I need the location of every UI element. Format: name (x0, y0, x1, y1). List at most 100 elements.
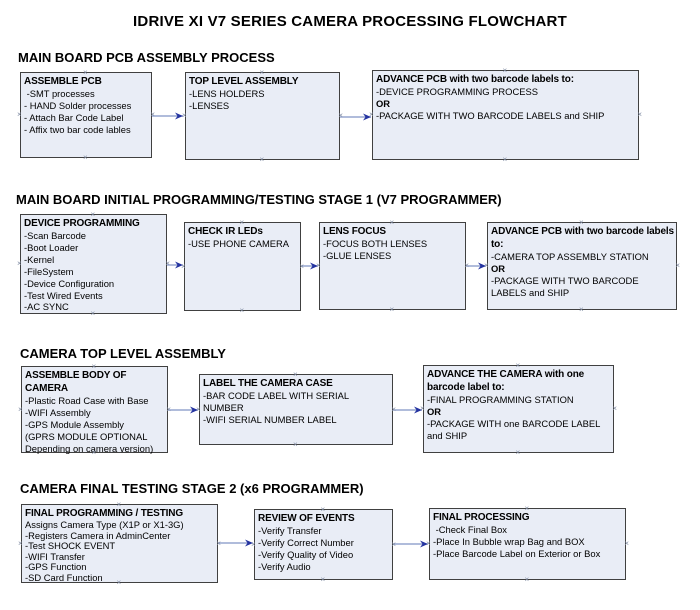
box-title: REVIEW OF EVENTS (258, 513, 355, 524)
connector-anchor-icon: × (165, 259, 170, 268)
connector-anchor-icon: × (637, 110, 642, 119)
connector-anchor-icon: × (181, 261, 186, 271)
flow-box-label-camera-case: × × × × LABEL THE CAMERA CASE -BAR CODE … (196, 371, 396, 449)
box-title: LENS FOCUS (323, 226, 386, 237)
box-line: OR (491, 262, 506, 274)
connector-anchor-icon: × (259, 155, 265, 164)
connector-anchor-icon: × (338, 111, 343, 120)
flow-box-review-of-events: × × × × REVIEW OF EVENTS -Verify Transfe… (251, 506, 396, 584)
connector-anchor-icon: × (196, 404, 201, 414)
flow-box-check-ir-leds: × × × × CHECK IR LEDs -USE PHONE CAMERA (181, 219, 304, 315)
box-line: -Device Configuration (24, 277, 115, 289)
connector-anchor-icon: × (18, 404, 23, 414)
box-line: -Registers Camera in AdminCenter (25, 529, 171, 541)
flow-box-advance-pcb-stage1: × × × × ADVANCE PCB with two barcode lab… (484, 219, 680, 314)
box-line: OR (427, 405, 442, 417)
section-heading-camera-top-assembly: CAMERA TOP LEVEL ASSEMBLY (20, 346, 226, 361)
connector-anchor-icon: × (150, 110, 155, 119)
box-line: -Test Wired Events (24, 289, 103, 301)
box-title: ASSEMBLE BODY OF CAMERA (25, 370, 127, 394)
connector-anchor-icon: × (675, 261, 680, 270)
box-line: -WIFI SERIAL NUMBER LABEL (203, 413, 337, 425)
box-line: -FOCUS BOTH LENSES (323, 238, 428, 249)
flow-box-assemble-pcb: × × × × ASSEMBLE PCB -SMT processes - HA… (17, 69, 155, 162)
connector-anchor-icon: × (320, 575, 326, 584)
box-line: -Scan Barcode (24, 230, 87, 241)
flow-box-advance-camera-one-label: × × × × ADVANCE THE CAMERA with one barc… (420, 362, 617, 457)
box-line: -Test SHOCK EVENT (25, 540, 116, 552)
connector-anchor-icon: × (216, 538, 221, 548)
connector-anchor-icon: × (17, 110, 22, 119)
connector-anchor-icon: × (579, 305, 584, 314)
box-line: -SMT processes (24, 88, 95, 99)
box-line: - HAND Solder processes (24, 99, 132, 111)
box-line: -Place In Bubble wrap Bag and BOX (433, 535, 585, 547)
box-line: -Plastic Road Case with Base (25, 395, 149, 406)
box-line: -DEVICE PROGRAMMING PROCESS (376, 86, 538, 97)
box-line: -Verify Transfer (258, 525, 322, 536)
box-title: ASSEMBLE PCB (24, 76, 102, 87)
box-title: CHECK IR LEDs (188, 226, 263, 237)
flow-box-final-processing: × × × × FINAL PROCESSING -Check Final Bo… (426, 505, 629, 584)
box-line: -LENS HOLDERS (189, 88, 265, 99)
box-line: -Place Barcode Label on Exterior or Box (433, 547, 601, 559)
connector-anchor-icon: × (239, 306, 245, 315)
flow-box-assemble-body: × × × × ASSEMBLE BODY OF CAMERA -Plastic… (18, 363, 171, 457)
connector-anchor-icon: × (502, 155, 508, 164)
connector-anchor-icon: × (464, 261, 469, 270)
connector-anchor-icon: × (83, 153, 88, 162)
box-line: -FileSystem (24, 265, 74, 277)
box-title: DEVICE PROGRAMMING (24, 218, 140, 229)
page-title: IDRIVE XI V7 SERIES CAMERA PROCESSING FL… (133, 13, 567, 30)
connector-anchor-icon: × (299, 261, 304, 271)
box-line: -Boot Loader (24, 241, 79, 253)
box-line: -AC SYNC (24, 301, 69, 313)
box-line: -PACKAGE WITH one BARCODE LABEL and SHIP (427, 417, 603, 441)
box-line: -GPS Module Assembly (25, 418, 124, 430)
box-line: -USE PHONE CAMERA (188, 238, 290, 249)
box-line: Assigns Camera Type (X1P or X1-3G) (25, 519, 184, 530)
connector-anchor-icon: × (389, 305, 395, 314)
flow-box-lens-focus: × × × × LENS FOCUS -FOCUS BOTH LENSES -G… (316, 219, 469, 314)
section-heading-initial-programming: MAIN BOARD INITIAL PROGRAMMING/TESTING S… (16, 192, 502, 207)
box-line: -PACKAGE WITH TWO BARCODE LABELS and SHI… (376, 109, 605, 121)
box-line: -WIFI Transfer (25, 550, 85, 562)
box-line: -LENSES (189, 99, 230, 111)
box-line: Depending on camera version) (25, 442, 154, 454)
box-line: -BAR CODE LABEL WITH SERIAL NUMBER (203, 390, 352, 413)
box-line: -PACKAGE WITH TWO BARCODE LABELS and SHI… (491, 274, 642, 298)
connector-anchor-icon: × (391, 539, 396, 549)
box-line: - Attach Bar Code Label (24, 111, 124, 123)
connector-anchor-icon: × (391, 404, 396, 414)
box-title: ADVANCE THE CAMERA with one barcode labe… (427, 369, 585, 393)
connector-anchor-icon: × (624, 539, 629, 548)
box-line: -CAMERA TOP ASSEMBLY STATION (491, 251, 649, 262)
connector-anchor-icon: × (18, 538, 23, 548)
connector-anchor-icon: × (293, 440, 298, 449)
box-line: -Verify Audio (258, 560, 311, 572)
connector-anchor-icon: × (17, 259, 22, 268)
connector-anchor-icon: × (420, 404, 425, 413)
box-line: (GPRS MODULE OPTIONAL (25, 430, 148, 442)
connector-anchor-icon: × (484, 261, 489, 270)
section-heading-pcb-assembly: MAIN BOARD PCB ASSEMBLY PROCESS (18, 50, 275, 65)
flow-box-advance-pcb-two-labels: × × × × ADVANCE PCB with two barcode lab… (369, 67, 642, 164)
box-title: LABEL THE CAMERA CASE (203, 378, 333, 389)
box-line: -SD Card Function (25, 571, 103, 583)
box-title: ADVANCE PCB with two barcode labels to: (376, 74, 574, 85)
box-line: OR (376, 97, 391, 109)
connector-anchor-icon: × (316, 261, 321, 270)
box-line: -Verify Quality of Video (258, 548, 354, 560)
connector-anchor-icon: × (524, 575, 530, 584)
connector-anchor-icon: × (426, 539, 431, 548)
box-line: -WIFI Assembly (25, 406, 91, 418)
connector-anchor-icon: × (166, 404, 171, 414)
box-line: -Kernel (24, 253, 55, 265)
box-line: -FINAL PROGRAMMING STATION (427, 394, 574, 405)
box-title: TOP LEVEL ASSEMBLY (189, 76, 299, 87)
box-title: FINAL PROCESSING (433, 512, 530, 523)
connector-anchor-icon: × (369, 110, 374, 119)
flow-box-device-programming: × × × × DEVICE PROGRAMMING -Scan Barcode… (17, 211, 170, 318)
section-heading-final-testing: CAMERA FINAL TESTING STAGE 2 (x6 PROGRAM… (20, 481, 364, 496)
